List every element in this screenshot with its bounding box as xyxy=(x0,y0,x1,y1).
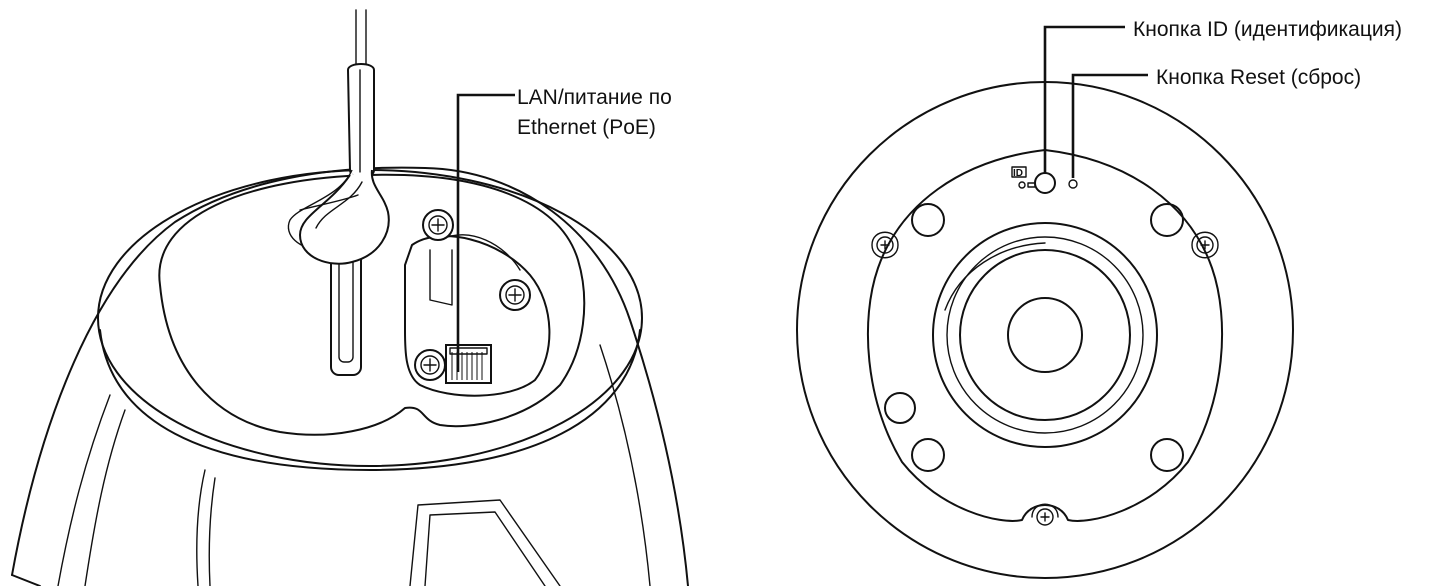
screw-icon xyxy=(876,236,894,254)
id-marking-icon: ID xyxy=(1011,166,1036,189)
svg-text:ID: ID xyxy=(1013,168,1023,179)
screw-icon xyxy=(1036,508,1054,526)
callout-leader-lan xyxy=(456,93,515,372)
callout-lan-poe-line2: Ethernet (PoE) xyxy=(517,116,656,139)
mounting-hole xyxy=(1150,203,1184,237)
screw-icon xyxy=(499,279,531,311)
mounting-hole xyxy=(911,203,945,237)
screw-icon xyxy=(422,209,454,241)
speaker-front-view: ID Кнопка ID (идентификация) Кнопка Rese… xyxy=(796,18,1402,579)
callout-reset-button: Кнопка Reset (сброс) xyxy=(1156,66,1361,89)
lan-port-icon xyxy=(445,344,492,384)
mounting-hole xyxy=(1150,438,1184,472)
callout-lan-poe-line1: LAN/питание по xyxy=(517,86,672,109)
speaker-body-outline xyxy=(11,166,689,586)
lan-port-cavity xyxy=(404,234,551,397)
callout-leader-reset xyxy=(1071,73,1148,178)
reset-button[interactable] xyxy=(1068,179,1078,189)
screw-icon xyxy=(414,349,446,381)
suspension-hook xyxy=(287,63,390,265)
mounting-hole xyxy=(911,438,945,472)
driver-dustcap xyxy=(1007,297,1083,373)
body-panel-lines xyxy=(57,344,651,586)
screw-icon xyxy=(1196,236,1214,254)
id-button[interactable] xyxy=(1034,172,1056,194)
callout-leader-id xyxy=(1043,25,1125,173)
callout-id-button: Кнопка ID (идентификация) xyxy=(1133,18,1402,41)
driver-ring xyxy=(932,222,1158,448)
mounting-hole xyxy=(884,392,916,424)
speaker-top-view: LAN/питание по Ethernet (PoE) xyxy=(11,9,689,586)
